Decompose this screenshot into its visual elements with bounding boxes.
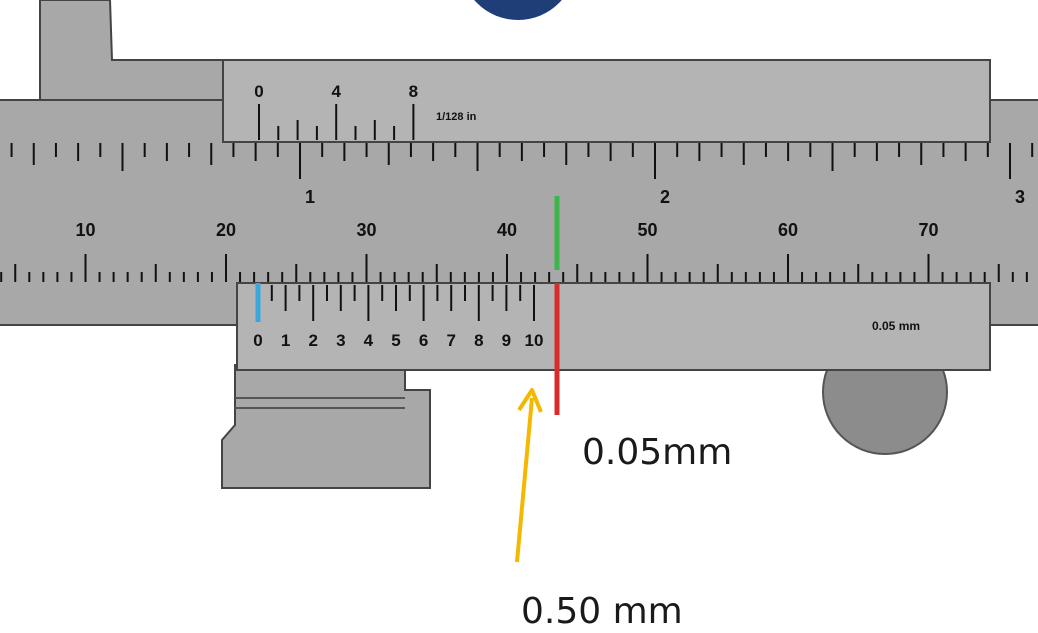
mm-scale-label: 50 bbox=[637, 220, 657, 240]
mm-scale-label: 40 bbox=[497, 220, 517, 240]
vernier-scale-label: 4 bbox=[364, 331, 374, 350]
red-marker-annotation: 0.05mm bbox=[582, 432, 733, 473]
yellow-arrow-icon bbox=[515, 397, 534, 563]
inch-vernier-label: 0 bbox=[254, 82, 263, 101]
markers bbox=[255, 196, 560, 563]
sliding-jaw-lower bbox=[221, 364, 431, 489]
vernier-scale-label: 5 bbox=[391, 331, 400, 350]
vernier-scale-label: 3 bbox=[336, 331, 345, 350]
blue-circle-icon bbox=[474, 0, 562, 20]
vernier-scale-label: 1 bbox=[281, 331, 290, 350]
slider-upper-window bbox=[222, 59, 991, 143]
mm-scale-label: 20 bbox=[216, 220, 236, 240]
inch-scale-label: 2 bbox=[660, 187, 670, 207]
inch-vernier-label: 4 bbox=[331, 82, 341, 101]
vernier-scale-label: 10 bbox=[525, 331, 544, 350]
inch-scale-label: 1 bbox=[305, 187, 315, 207]
mm-scale-label: 60 bbox=[778, 220, 798, 240]
inch-vernier-label: 8 bbox=[409, 82, 418, 101]
vernier-scale-label: 6 bbox=[419, 331, 428, 350]
vernier-scale-label: 2 bbox=[308, 331, 317, 350]
yellow-arrow-head-icon bbox=[517, 388, 543, 413]
vernier-scale-label: 9 bbox=[502, 331, 511, 350]
inch-scale-label: 3 bbox=[1015, 187, 1025, 207]
slider-vernier-window bbox=[236, 282, 991, 371]
vernier-scale-label: 8 bbox=[474, 331, 483, 350]
vernier-scale-label: 7 bbox=[446, 331, 455, 350]
vernier-scale-label: 0 bbox=[253, 331, 262, 350]
fixed-jaw bbox=[39, 0, 226, 106]
inch-vernier-title: 1/128 in bbox=[436, 111, 477, 123]
mm-scale-label: 70 bbox=[918, 220, 938, 240]
yellow-arrow-annotation: 0.50 mm bbox=[521, 591, 683, 632]
mm-scale-label: 10 bbox=[75, 220, 95, 240]
vernier-resolution-label: 0.05 mm bbox=[872, 319, 920, 333]
mm-scale-label: 30 bbox=[356, 220, 376, 240]
